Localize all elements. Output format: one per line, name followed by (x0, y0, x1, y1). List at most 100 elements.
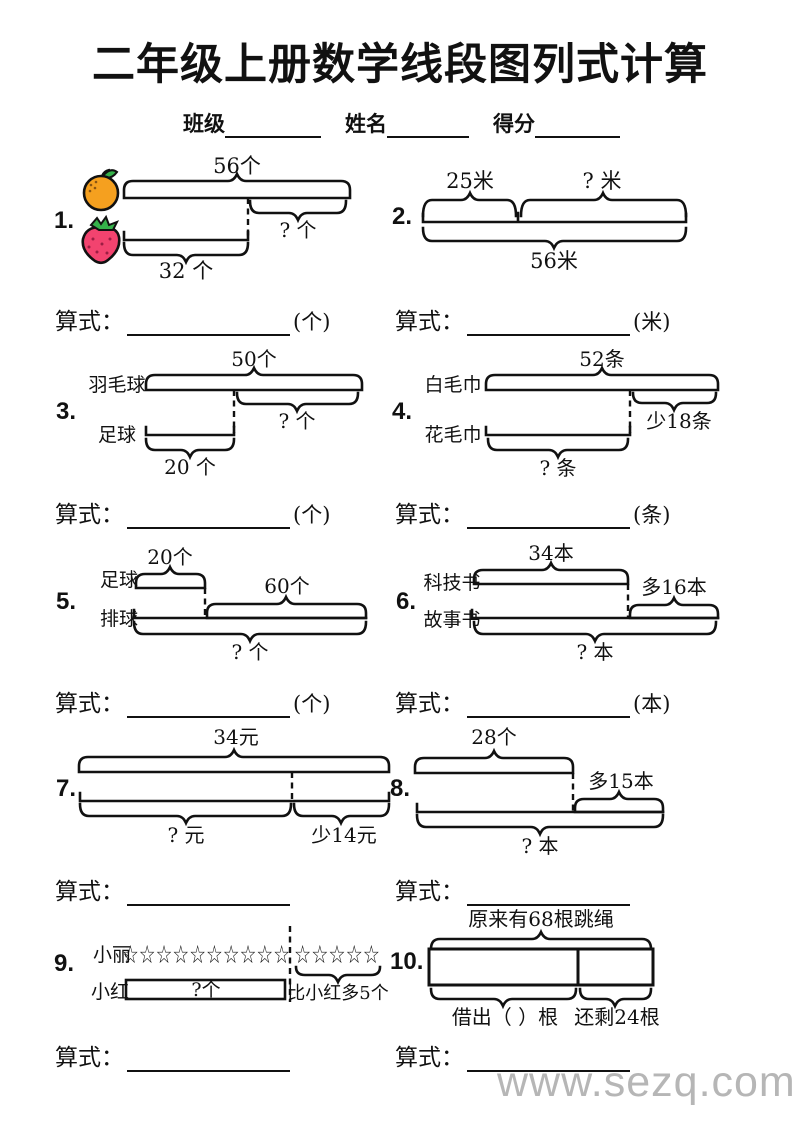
equation-label: 算式： (55, 309, 124, 335)
equation-row-6: 算式： (本) (395, 684, 670, 718)
header-fields: 班级 姓名 得分 (183, 108, 620, 138)
total-brace (132, 620, 368, 645)
equation-label: 算式： (55, 691, 124, 717)
difference-label: ? 个 (279, 218, 316, 242)
difference-label: 少18条 (646, 409, 711, 433)
equation-unit: (个) (293, 692, 331, 716)
part-label: ? 条 (539, 456, 576, 480)
page-title: 二年级上册数学线段图列式计算 (92, 41, 708, 89)
part-brace (122, 241, 250, 266)
equation-row-7: 算式： (55, 872, 293, 906)
row2-label: 小红 (91, 981, 129, 1003)
equation-blank (127, 306, 290, 336)
equation-label: 算式： (55, 879, 124, 905)
difference-label: 少14元 (311, 823, 376, 847)
watermark: www.sezq.com (497, 1058, 796, 1106)
part-segment (122, 230, 250, 242)
problem-6-number: 6. (396, 588, 417, 615)
total-label: 56米 (530, 249, 578, 273)
equation-label: 算式： (395, 309, 464, 335)
problem-9-number: 9. (54, 950, 75, 977)
problem-9-diagram: 小丽 ☆☆☆☆☆☆☆☆☆☆ ☆☆☆☆☆ 比小红多5个 小红 ?个 (91, 926, 389, 1004)
equation-blank (127, 688, 290, 718)
equation-blank (467, 1042, 630, 1072)
problem-8-diagram: 28个 多15本 ? 本 (413, 725, 665, 858)
equation-label: 算式： (395, 691, 464, 717)
part-label: 20 个 (164, 455, 216, 479)
equation-label: 算式： (55, 502, 124, 528)
part2-bar (205, 593, 368, 620)
row2-label: 排球 (100, 608, 138, 630)
difference-brace (292, 802, 391, 827)
total-bar (122, 170, 352, 200)
equation-blank (467, 499, 630, 529)
name-blank (387, 112, 469, 138)
second-segment (78, 791, 391, 803)
equation-row-3: 算式：(个) (55, 495, 330, 529)
total-label: 原来有68根跳绳 (468, 907, 613, 931)
score-field: 得分 (493, 108, 620, 138)
row2-label: 故事书 (423, 609, 480, 631)
extra-stars-brace (294, 965, 382, 986)
left-label: 还剩24根 (574, 1005, 659, 1029)
strawberry-icon (81, 214, 121, 265)
total-brace (415, 813, 665, 838)
part-brace (486, 437, 630, 461)
total-bar (484, 364, 720, 392)
unknown-label: ? 元 (167, 823, 204, 847)
lent-brace (429, 987, 578, 1010)
extra-count-label: 多15本 (588, 769, 653, 793)
problem-8-number: 8. (390, 775, 411, 802)
part-segment (484, 425, 632, 437)
rope-box (427, 947, 655, 987)
problem-7-diagram: 34元 ? 元 少14元 (77, 725, 391, 847)
part1-bar (413, 747, 575, 775)
part1-bar (134, 563, 207, 590)
part2-count-label: 60个 (264, 574, 309, 598)
row1-label: 足球 (100, 569, 138, 591)
equation-label: 算式： (55, 1045, 124, 1071)
part1-count-label: 28个 (471, 725, 516, 749)
equation-blank (467, 876, 630, 906)
stars-row-right: ☆☆☆☆☆ (294, 940, 380, 969)
total-bar (77, 746, 391, 774)
equation-blank (127, 876, 290, 906)
part-label: 32 个 (159, 259, 213, 283)
equation-label: 算式： (395, 879, 464, 905)
problem-2-number: 2. (392, 203, 413, 230)
equation-row-1: 算式： (个) (55, 302, 330, 336)
equation-unit: (米) (633, 310, 671, 334)
name-field: 姓名 (345, 108, 469, 138)
equation-unit: (个) (293, 310, 331, 334)
class-blank (225, 112, 321, 138)
equation-row-8: 算式： (395, 872, 633, 906)
equation-blank (127, 1042, 290, 1072)
problem-3-diagram: 羽毛球 50个 ? 个 足球 20 个 (88, 347, 364, 479)
total-label: ? 本 (576, 640, 613, 664)
problem-10-diagram: 原来有68根跳绳 借出（ ）根 还剩24根 (427, 907, 660, 1029)
problem-6-diagram: 科技书 34本 故事书 多16本 ? 本 (423, 541, 720, 664)
problem-1-number: 1. (54, 207, 75, 234)
row1-label: 羽毛球 (88, 374, 145, 396)
problem-1-diagram: 56个 ? 个 32 个 (81, 154, 352, 283)
left-brace (578, 987, 653, 1010)
row2-label: 花毛巾 (424, 424, 481, 446)
problem-2-diagram: 25米 ? 米 56米 (421, 169, 688, 273)
equation-blank (467, 688, 630, 718)
extra-bar (573, 788, 665, 814)
total-count-label: 34元 (213, 725, 258, 749)
equation-row-9: 算式： (55, 1038, 293, 1072)
difference-brace (248, 199, 348, 224)
equation-label: 算式： (395, 502, 464, 528)
class-label: 班级 (183, 111, 225, 136)
row1-label: 小丽 (93, 944, 131, 966)
unknown-brace (78, 802, 293, 827)
total-segment (415, 802, 665, 814)
problem-7-number: 7. (56, 775, 77, 802)
equation-row-10: 算式： (395, 1038, 633, 1072)
difference-brace (235, 391, 360, 415)
equation-unit: (条) (633, 503, 671, 527)
problem-10-number: 10. (390, 948, 424, 975)
equation-unit: (本) (633, 692, 671, 716)
